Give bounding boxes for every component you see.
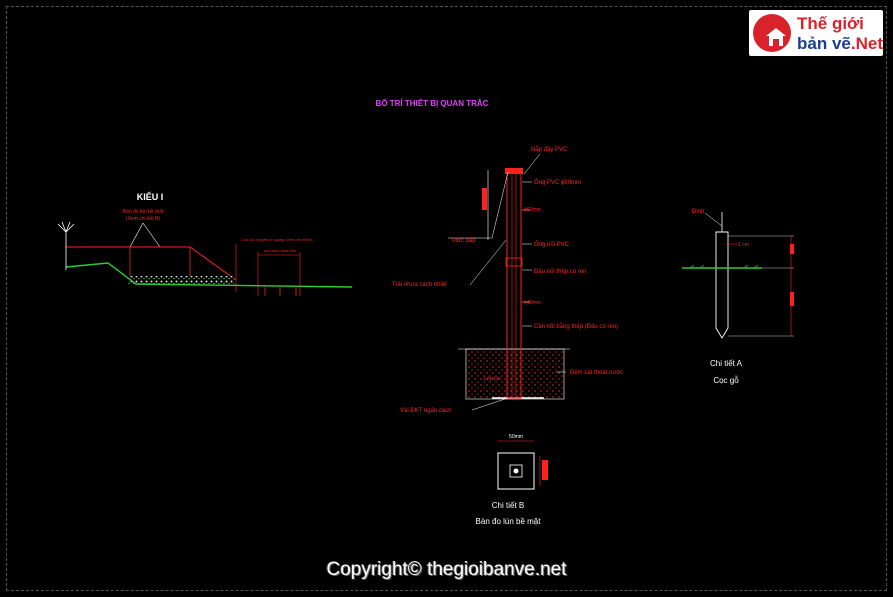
- house-icon: [766, 28, 786, 46]
- center-label-geotextile: Vải ĐKT ngăn cách: [400, 408, 452, 414]
- detail-a-caption-1: Chi tiết A: [710, 359, 743, 368]
- center-label-in: Lớp lún: [484, 376, 501, 382]
- center-label-sand: Đệm cát thoát nước: [570, 370, 623, 376]
- left-heading: KIỂU I: [137, 191, 164, 202]
- center-label-cap: Nắp đậy PVC: [531, 146, 568, 153]
- logo-line-2: bản vẽ.Net: [797, 34, 883, 54]
- drawing-title: BỐ TRÍ THIẾT BỊ QUAN TRẮC: [376, 98, 489, 108]
- brand-logo[interactable]: Thế giới bản vẽ.Net: [749, 10, 883, 56]
- detail-a-caption-2: Cọc gỗ: [713, 376, 739, 385]
- logo-line-1: Thế giới: [797, 14, 864, 33]
- center-label-joint: Ống nối PVC: [534, 241, 570, 248]
- logo-line-2b: .Net: [850, 34, 883, 53]
- left-plate-sub-label: (Xem chi tiết B): [126, 216, 161, 222]
- left-spacing-label: cọc cách nhau 5m: [264, 248, 297, 253]
- center-settlement-gauge: Nắp đậy PVC Ống PVC ϕ60mm ϕ60mm Ống nối …: [392, 146, 623, 414]
- left-embankment-section: KIỂU I Bàn đo lún bề mặt (Xem chi tiết B…: [57, 191, 353, 296]
- center-label-level: Mức đắp: [452, 237, 476, 244]
- logo-line-2a: bản vẽ: [797, 34, 851, 53]
- center-label-pipe: Ống PVC ϕ60mm: [534, 179, 581, 186]
- detail-a-top-label: Đinh: [692, 209, 704, 215]
- center-label-fill: Trải nhựa cách nhiệt: [392, 282, 447, 288]
- detail-a-stake: Đinh 1 cm Chi tiết A Cọc gỗ: [682, 209, 794, 385]
- detail-b-caption-2: Bàn đo lún bề mặt: [476, 517, 542, 526]
- copyright-watermark: Copyright© thegioibanve.net: [326, 559, 567, 580]
- left-plate-label: Bàn đo lún bề mặt: [123, 209, 164, 215]
- detail-b-plate: 50mm Chi tiết B Bàn đo lún bề mặt: [476, 434, 548, 526]
- center-label-steel-joint: Đầu nối thép có ren: [534, 269, 586, 275]
- center-label-dia40: ϕ40mm: [524, 300, 541, 306]
- detail-b-dim: 50mm: [509, 434, 523, 440]
- drawing-frame: [6, 6, 887, 591]
- logo-badge: [753, 14, 791, 52]
- detail-a-side-label: 1 cm: [738, 242, 749, 248]
- left-marker-label: Cọc đo chuyển vị ngang (Xem chi tiết A): [241, 237, 313, 242]
- center-label-rod: Cần nối bằng thép (Đầu có ren): [534, 323, 618, 330]
- detail-b-caption-1: Chi tiết B: [492, 501, 524, 510]
- center-label-dia60: ϕ60mm: [524, 207, 541, 213]
